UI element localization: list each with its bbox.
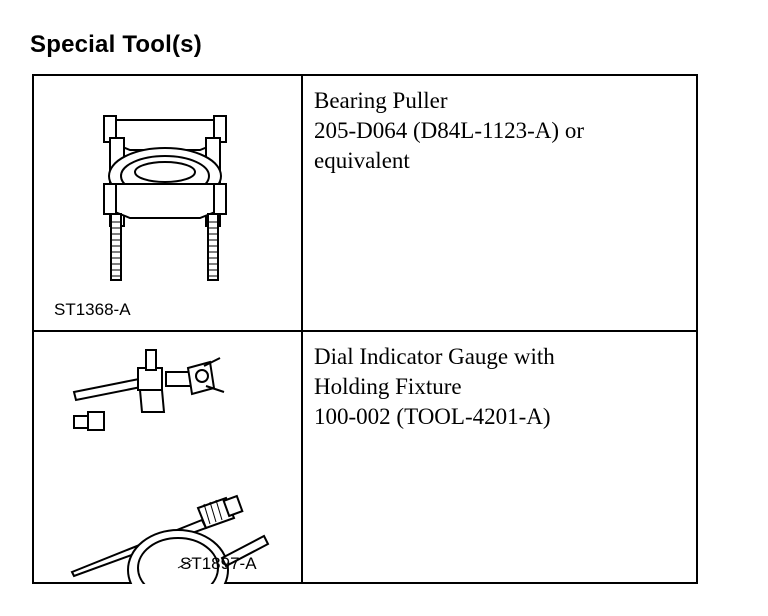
special-tools-table: ST1368-A Bearing Puller 205-D064 (D84L-1… [32,74,698,584]
tool-description-line: equivalent [314,148,410,173]
image-code-label: ST1897-A [180,554,257,573]
tool-part-number: 100-002 (TOOL-4201-A) [314,404,551,429]
row-divider [34,330,696,332]
bearing-puller-illustration [103,115,227,281]
tool-description-line: Holding Fixture [314,374,462,399]
tool-description-cell: Dial Indicator Gauge with Holding Fixtur… [303,332,698,584]
tool-image-cell: ST1897-A [34,332,301,584]
image-code-label: ST1368-A [54,300,131,319]
page-title: Special Tool(s) [30,31,202,58]
tool-name: Bearing Puller [314,88,448,113]
tool-name: Dial Indicator Gauge with [314,344,555,369]
tool-description-cell: Bearing Puller 205-D064 (D84L-1123-A) or… [303,76,698,330]
tool-part-number: 205-D064 (D84L-1123-A) or [314,118,584,143]
tool-image-cell: ST1368-A [34,76,301,330]
dial-indicator-illustration [70,349,270,584]
column-divider [301,76,303,582]
